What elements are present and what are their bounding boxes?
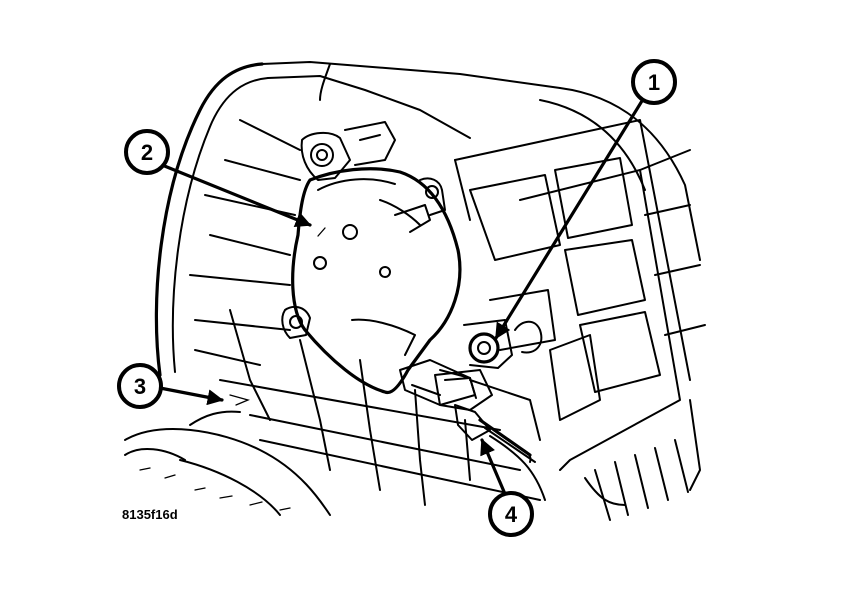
- callout-3-label: 3: [134, 374, 146, 399]
- callout-4-label: 4: [505, 502, 518, 527]
- callout-1: 1: [631, 59, 677, 105]
- callout-2: 2: [124, 129, 170, 175]
- leader-4: [480, 438, 507, 496]
- hvac-housing: [124, 61, 706, 521]
- callout-3: 3: [117, 363, 163, 409]
- leader-2: [160, 163, 312, 228]
- callout-1-label: 1: [648, 70, 660, 95]
- callout-2-label: 2: [141, 140, 153, 165]
- leader-3: [158, 386, 224, 406]
- wire-connector: [434, 369, 546, 501]
- actuator: [281, 121, 513, 406]
- callout-4: 4: [488, 491, 534, 537]
- leader-lines: [158, 94, 647, 496]
- leader-1: [494, 94, 647, 340]
- figure-id: 8135f16d: [122, 507, 178, 522]
